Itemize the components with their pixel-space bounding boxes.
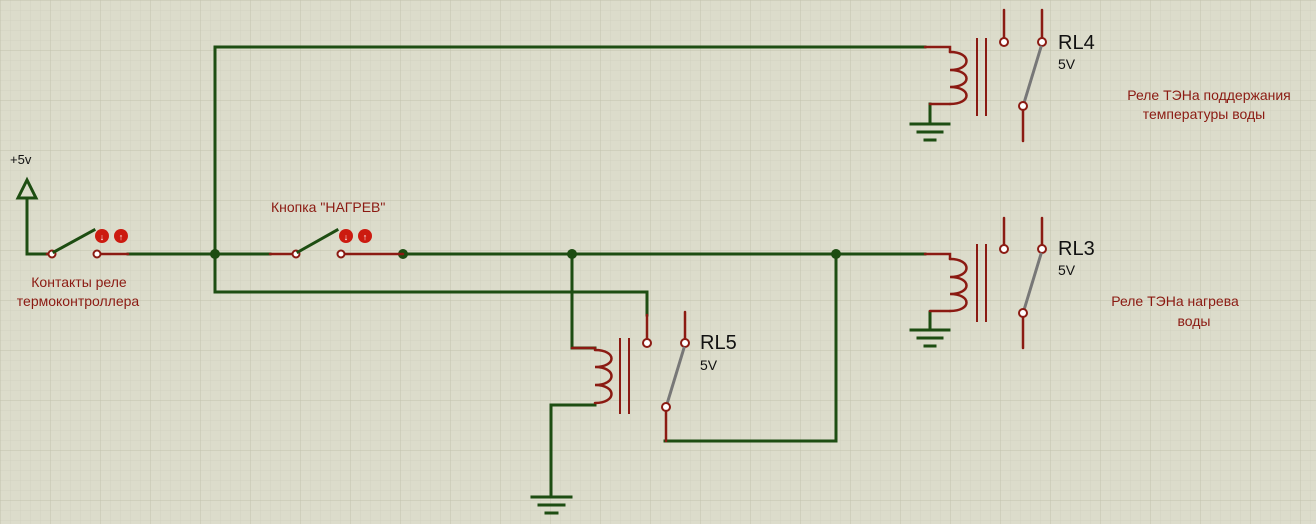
thermostat-contacts-switch: ↓ ↑ Контакты реле термоконтроллера [17, 227, 140, 309]
wire-to-rl4-coil [213, 45, 927, 256]
svg-text:↑: ↑ [119, 232, 124, 242]
wire-rl5-latch [663, 252, 838, 443]
relay-value: 5V [1058, 262, 1076, 278]
relay-rl4: RL4 5V Реле ТЭНа поддержания температуры… [909, 8, 1291, 143]
wires [25, 45, 932, 499]
coil-icon [570, 338, 630, 414]
relay-value: 5V [1058, 56, 1076, 72]
ground-icon [530, 495, 573, 515]
svg-text:↑: ↑ [363, 232, 368, 242]
svg-text:↓: ↓ [344, 232, 349, 242]
junction-dot [210, 249, 220, 259]
heat-button-switch[interactable]: ↓ ↑ Кнопка "НАГРЕВ" [268, 199, 405, 259]
supply-terminal: +5v [10, 152, 39, 200]
junction-dot [831, 249, 841, 259]
svg-text:↓: ↓ [100, 232, 105, 242]
thermostat-contacts-label-2: термоконтроллера [17, 293, 140, 309]
relay-ref: RL5 [700, 332, 737, 354]
relay-note-1: Реле ТЭНа нагрева [1111, 293, 1239, 309]
relay-rl3: RL3 5V Реле ТЭНа нагрева воды [909, 216, 1239, 350]
wire-supply-down [25, 198, 49, 256]
relay-rl5: RL5 5V [530, 310, 737, 515]
relay-value: 5V [700, 357, 718, 373]
coil-icon [923, 244, 987, 322]
relay-note-2: воды [1178, 313, 1211, 329]
supply-label: +5v [10, 152, 32, 167]
contact-icon [999, 8, 1047, 143]
heat-button-label: Кнопка "НАГРЕВ" [271, 199, 385, 215]
contact-icon [999, 216, 1047, 350]
ground-icon [909, 328, 951, 348]
relay-ref: RL3 [1058, 238, 1095, 260]
junction-dot [567, 249, 577, 259]
wire-rl5-coil-ground [549, 403, 597, 499]
wire-to-rl5-contact [213, 252, 649, 317]
contact-icon [642, 310, 690, 443]
supply-arrow-icon [15, 176, 39, 200]
coil-icon [923, 38, 987, 116]
relay-note-2: температуры воды [1143, 106, 1265, 122]
ground-icon [909, 122, 951, 142]
thermostat-contacts-label-1: Контакты реле [31, 274, 127, 290]
relay-ref: RL4 [1058, 32, 1095, 54]
switch-state-icon: ↓ ↑ [339, 229, 372, 243]
relay-note-1: Реле ТЭНа поддержания [1127, 87, 1291, 103]
switch-state-icon: ↓ ↑ [95, 229, 128, 243]
